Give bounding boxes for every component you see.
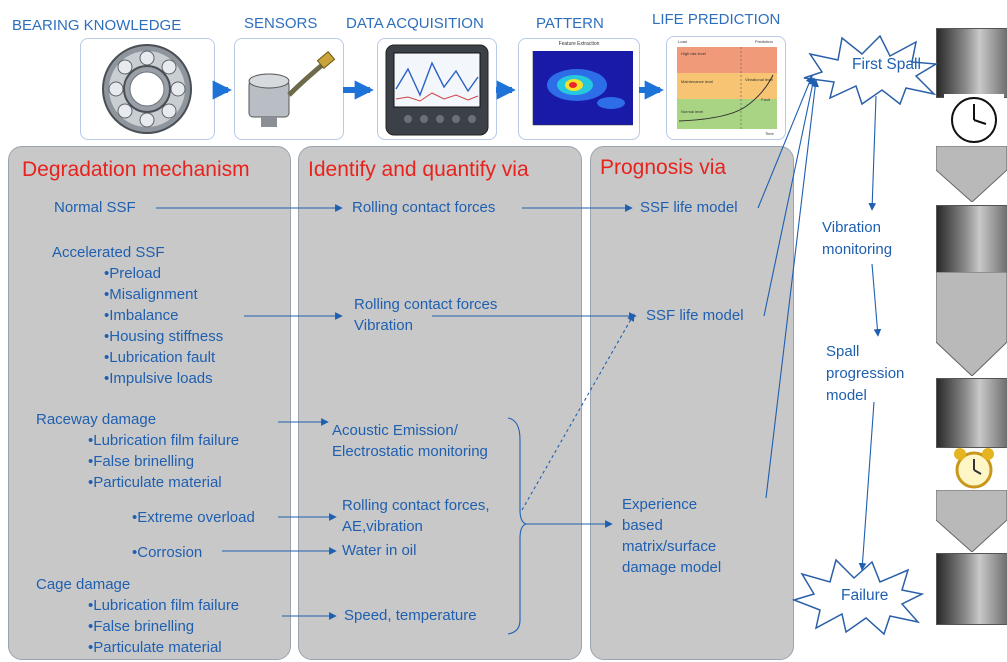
identify-title: Identify and quantify via — [308, 158, 529, 181]
life-prediction-chart-image: Load Prediction High risk level Maintena… — [666, 36, 786, 140]
degradation-panel — [8, 146, 291, 660]
life-label-time: Time — [765, 131, 774, 136]
chevron-down-icon — [936, 146, 1007, 202]
first-spall-photo — [936, 28, 1007, 98]
corrosion: •Corrosion — [132, 544, 203, 561]
header-data-acquisition: DATA ACQUISITION — [346, 15, 484, 32]
ssf-life-model-2: SSF life model — [646, 307, 744, 324]
accel-imbalance: •Imbalance — [104, 307, 179, 324]
accelerated-ssf: Accelerated SSF — [52, 244, 165, 261]
extreme-overload: •Extreme overload — [132, 509, 255, 526]
spall-progression-line-3: model — [826, 387, 867, 404]
ssf-life-model-1: SSF life model — [640, 199, 738, 216]
accel-misalignment: •Misalignment — [104, 286, 198, 303]
life-label-vibrational: Vibrational level — [745, 77, 774, 82]
failure-label: Failure — [841, 587, 889, 604]
pattern-spectrogram-image: Feature Extraction — [518, 38, 640, 140]
raceway-lubrication-film: •Lubrication film failure — [88, 432, 240, 449]
life-label-normal: Normal level — [681, 109, 704, 114]
data-acquisition-image — [377, 38, 497, 140]
identify-panel — [298, 146, 582, 660]
experience-line-1: Experience — [622, 496, 698, 513]
prognosis-panel — [590, 146, 794, 660]
life-label-prediction: Prediction — [755, 39, 773, 44]
cage-damage: Cage damage — [36, 576, 131, 593]
accel-preload: •Preload — [104, 265, 161, 282]
experience-line-4: damage model — [622, 559, 722, 576]
header-bearing-knowledge: BEARING KNOWLEDGE — [12, 17, 182, 34]
rolling-contact-forces-1: Rolling contact forces — [352, 199, 496, 216]
vibration-monitoring-line-1: Vibration — [822, 219, 881, 236]
cage-false-brinelling: •False brinelling — [88, 618, 195, 635]
accel-impulsive-loads: •Impulsive loads — [104, 370, 213, 387]
alarm-clock-icon — [948, 446, 1000, 490]
prognosis-title: Prognosis via — [600, 156, 727, 179]
header-sensors: SENSORS — [244, 15, 318, 32]
spall-progression-line-2: progression — [826, 365, 905, 382]
chevron-down-icon — [936, 272, 1007, 376]
water-in-oil: Water in oil — [342, 542, 417, 559]
raceway-damage: Raceway damage — [36, 411, 157, 428]
header-pattern: PATTERN — [536, 15, 604, 32]
cage-lubrication-film: •Lubrication film failure — [88, 597, 240, 614]
life-label-maintenance: Maintenance level — [681, 79, 714, 84]
first-spall-label: First Spall — [852, 56, 921, 73]
cage-particulate: •Particulate material — [88, 639, 222, 656]
accel-housing-stiffness: •Housing stiffness — [104, 328, 224, 345]
experience-line-2: based — [622, 517, 663, 534]
electrostatic-monitoring: Electrostatic monitoring — [332, 443, 488, 460]
speed-temperature: Speed, temperature — [344, 607, 477, 624]
normal-ssf: Normal SSF — [54, 199, 136, 216]
chevron-down-icon — [936, 490, 1007, 552]
failure-photo — [936, 553, 1007, 625]
degradation-title: Degradation mechanism — [22, 158, 250, 181]
accel-lubrication-fault: •Lubrication fault — [104, 349, 216, 366]
raceway-false-brinelling: •False brinelling — [88, 453, 195, 470]
raceway-particulate: •Particulate material — [88, 474, 222, 491]
sensor-image — [234, 38, 344, 140]
bearing-image — [80, 38, 215, 140]
life-label-fault: Fault — [761, 97, 770, 102]
failure-burst — [791, 558, 925, 636]
vibration-monitoring-line-2: monitoring — [822, 241, 893, 258]
acoustic-emission: Acoustic Emission/ — [332, 422, 458, 439]
vibration-label: Vibration — [354, 317, 413, 334]
clock-icon — [944, 94, 1004, 146]
ae-vibration: AE,vibration — [342, 518, 423, 535]
spall-photo-2 — [936, 205, 1007, 273]
first-spall-burst — [803, 34, 939, 106]
pattern-chart-title: Feature Extraction — [558, 41, 600, 47]
experience-line-3: matrix/surface — [622, 538, 717, 555]
spall-photo-3 — [936, 378, 1007, 448]
header-life-prediction: LIFE PREDICTION — [652, 11, 781, 28]
rolling-contact-forces-3: Rolling contact forces, — [342, 497, 490, 514]
rolling-contact-forces-2: Rolling contact forces — [354, 296, 498, 313]
life-label-load: Load — [678, 39, 687, 44]
spall-progression-line-1: Spall — [826, 343, 860, 360]
life-label-high-risk: High risk level — [681, 51, 706, 56]
